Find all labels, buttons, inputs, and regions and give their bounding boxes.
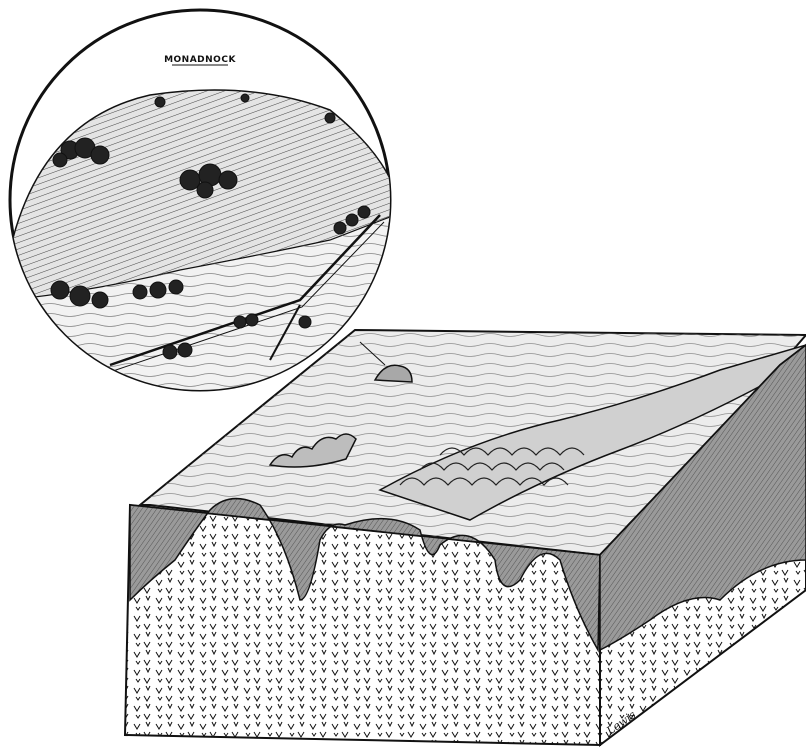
block-diagram: Lewis — [125, 330, 806, 745]
monadnock-inset: MONADNOCK — [10, 10, 395, 400]
inset-title: MONADNOCK — [164, 55, 236, 65]
